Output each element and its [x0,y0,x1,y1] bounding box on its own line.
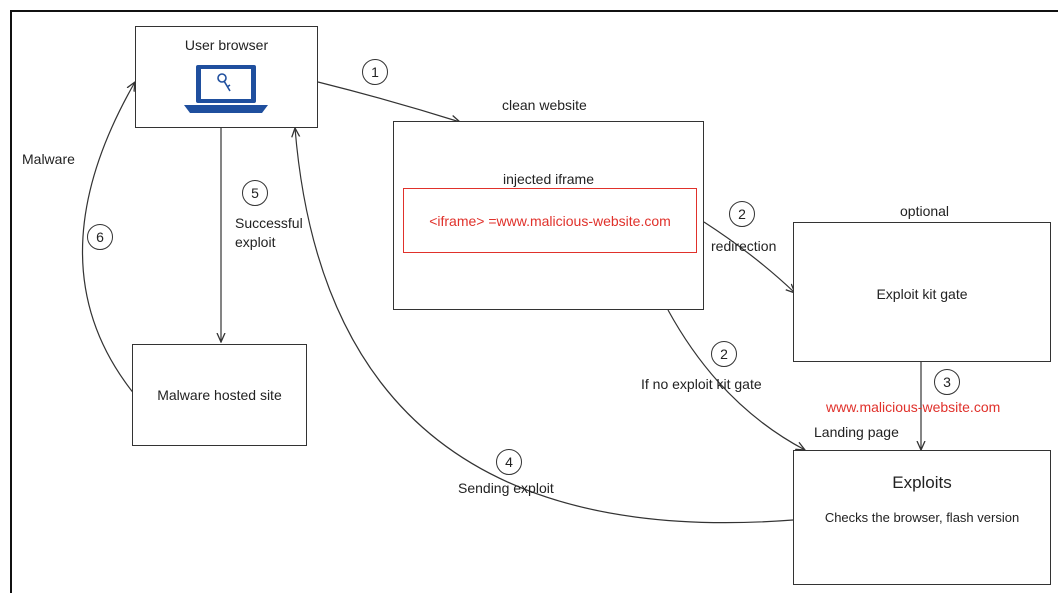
diagram-frame [10,10,1058,593]
arrow-step1 [317,81,460,122]
malware-label: Malware [22,151,75,167]
optional-label: optional [900,203,950,219]
step-2a-badge: 2 [729,201,755,227]
malware-hosted-site-box: Malware hosted site [132,344,307,446]
sending-exploit-label: Sending exploit [458,480,554,496]
arrow-step4 [295,128,794,524]
step-3-badge: 3 [934,369,960,395]
clean-website-box: injected iframe <iframe> =www.malicious-… [393,121,704,310]
exploits-box: Exploits Checks the browser, flash versi… [793,450,1051,585]
arrow-step2-redirection [703,221,795,293]
step-6-badge: 6 [87,224,113,250]
step-1-badge: 1 [362,59,388,85]
iframe-code: <iframe> =www.malicious-website.com [429,213,671,229]
step-5-badge: 5 [242,180,268,206]
step-2b-badge: 2 [711,341,737,367]
successful-exploit-label-line1: Successful [235,215,303,231]
exploits-title: Exploits [892,473,952,492]
landing-page-label: Landing page [814,424,899,440]
exploit-kit-gate-label: Exploit kit gate [876,286,968,302]
arrow-step2-no-gate [667,309,805,450]
arrow-step6 [82,82,136,396]
successful-exploit-label-line2: exploit [235,234,276,250]
injected-iframe-box: <iframe> =www.malicious-website.com [403,188,697,253]
redirection-label: redirection [711,238,777,254]
exploit-kit-gate-box: Exploit kit gate [793,222,1051,362]
injected-iframe-title: injected iframe [502,171,595,187]
clean-website-title: clean website [502,97,587,113]
user-browser-box: User browser [135,26,318,128]
user-browser-label: User browser [184,37,269,53]
malware-hosted-site-label: Malware hosted site [157,387,282,403]
laptop-icon [184,65,268,113]
malicious-url-label: www.malicious-website.com [826,399,1001,415]
step-4-badge: 4 [496,449,522,475]
no-gate-label: If no exploit kit gate [641,376,762,392]
exploits-description: Checks the browser, flash version [824,510,1020,525]
